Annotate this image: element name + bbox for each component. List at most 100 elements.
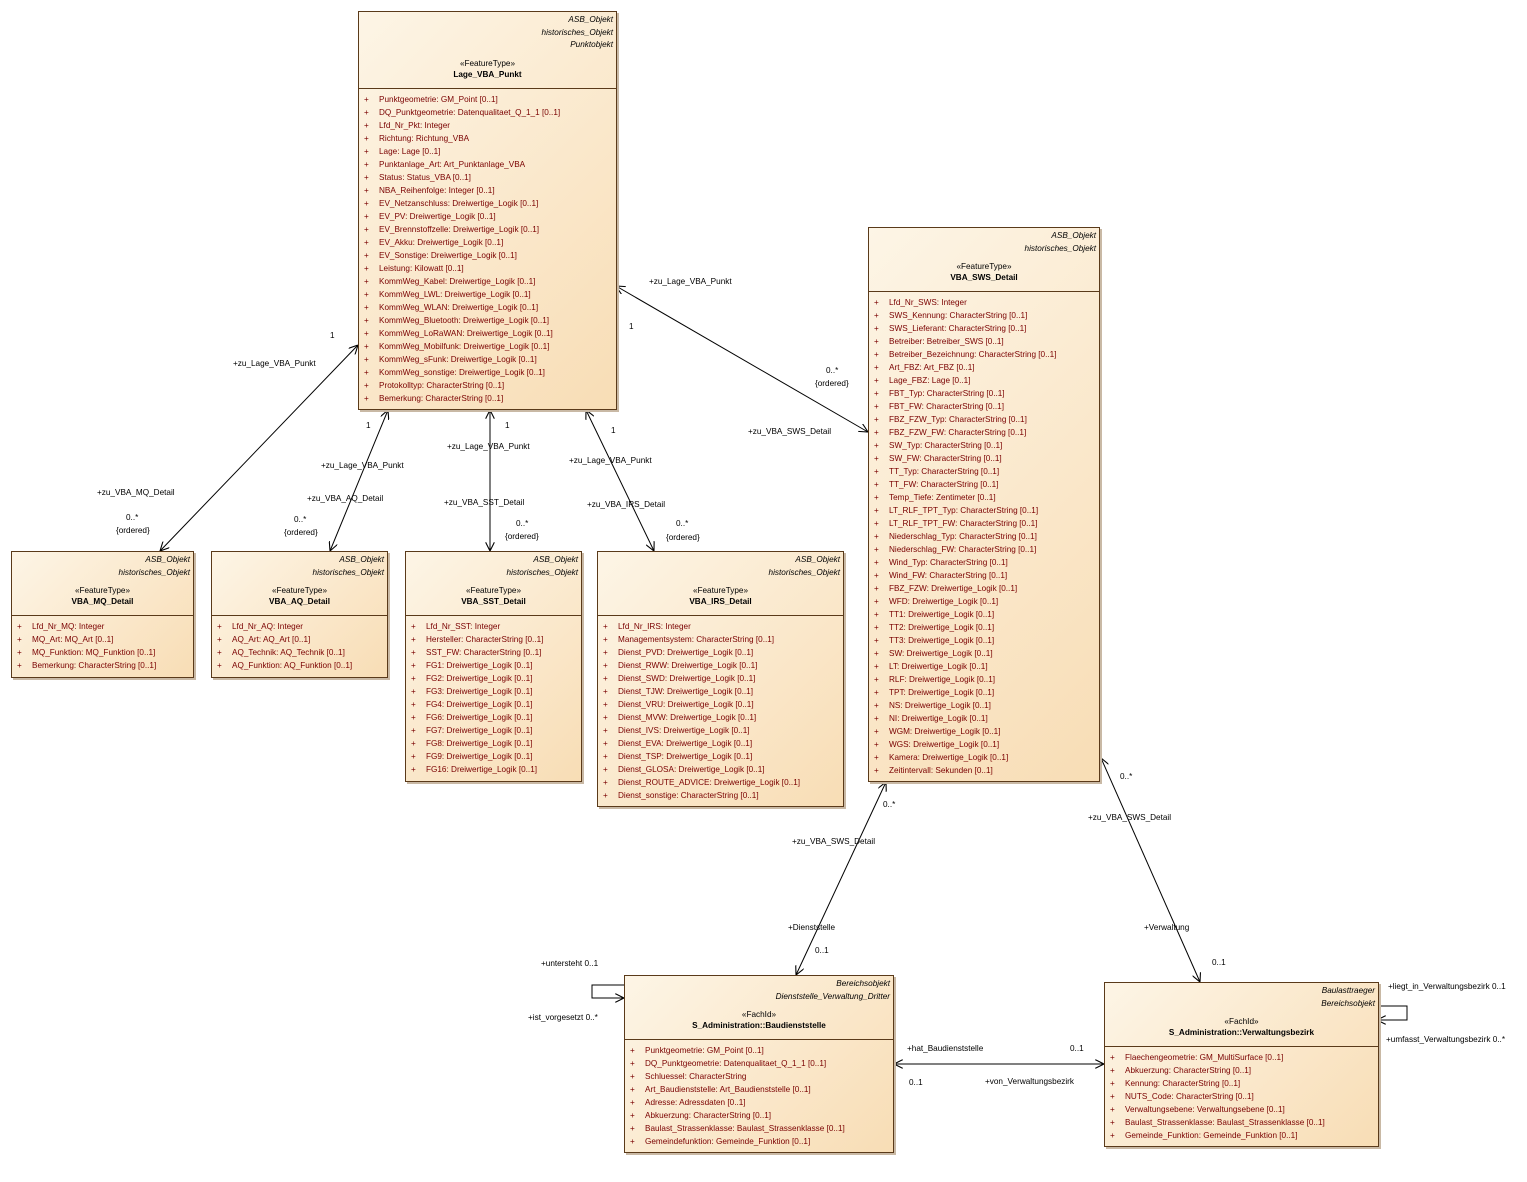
attribute-text: Gemeindefunktion: Gemeinde_Funktion [0..…	[645, 1137, 811, 1146]
visibility-marker: +	[217, 622, 222, 631]
attribute-row: +Wind_FW: CharacterString [0..1]	[869, 569, 1099, 582]
visibility-marker: +	[874, 506, 879, 515]
attribute-row: +FG6: Dreiwertige_Logik [0..1]	[406, 711, 581, 724]
attribute-row: +WFD: Dreiwertige_Logik [0..1]	[869, 595, 1099, 608]
assoc-label: +zu_VBA_MQ_Detail	[97, 488, 175, 497]
attribute-text: KommWeg_sFunk: Dreiwertige_Logik [0..1]	[379, 355, 537, 364]
attribute-text: Dienst_PVD: Dreiwertige_Logik [0..1]	[618, 648, 754, 657]
class-name: S_Administration::Baudienststelle	[692, 1021, 826, 1030]
attribute-row: +Hersteller: CharacterString [0..1]	[406, 633, 581, 646]
attribute-row: +FG8: Dreiwertige_Logik [0..1]	[406, 737, 581, 750]
assoc-label: +zu_Lage_VBA_Punkt	[233, 359, 316, 368]
assoc-label: 1	[330, 331, 335, 340]
visibility-marker: +	[874, 298, 879, 307]
attribute-text: Flaechengeometrie: GM_MultiSurface [0..1…	[1125, 1053, 1284, 1062]
visibility-marker: +	[874, 324, 879, 333]
attribute-text: Betreiber: Betreiber_SWS [0..1]	[889, 337, 1004, 346]
assoc-label: +hat_Baudienststelle	[907, 1044, 984, 1053]
assoc-label: 0..1	[1070, 1044, 1084, 1053]
assoc-label: 0..1	[815, 946, 829, 955]
visibility-marker: +	[603, 752, 608, 761]
attribute-text: Bemerkung: CharacterString [0..1]	[32, 661, 157, 670]
visibility-marker: +	[411, 752, 416, 761]
visibility-marker: +	[874, 753, 879, 762]
attribute-text: AQ_Art: AQ_Art [0..1]	[232, 635, 311, 644]
visibility-marker: +	[364, 95, 369, 104]
attribute-text: Leistung: Kilowatt [0..1]	[379, 264, 464, 273]
class-tag: ASB_Objekt	[795, 555, 840, 564]
self-assoc-verw	[1377, 1005, 1408, 1020]
visibility-marker: +	[364, 264, 369, 273]
attribute-text: Art_FBZ: Art_FBZ [0..1]	[889, 363, 975, 372]
class-stereotype: «FeatureType»	[956, 262, 1012, 271]
attribute-text: Dienst_IVS: Dreiwertige_Logik [0..1]	[618, 726, 750, 735]
attribute-row: +Temp_Tiefe: Zentimeter [0..1]	[869, 491, 1099, 504]
attribute-text: Lage: Lage [0..1]	[379, 147, 441, 156]
assoc-label: +zu_VBA_SWS_Detail	[1088, 813, 1172, 822]
attribute-row: +Status: Status_VBA [0..1]	[359, 171, 616, 184]
class-stereotype: «FeatureType»	[692, 586, 749, 595]
assoc-label: 0..1	[909, 1078, 923, 1087]
attribute-row: +TPT: Dreiwertige_Logik [0..1]	[869, 686, 1099, 699]
assoc-label: {ordered}	[815, 379, 849, 388]
visibility-marker: +	[364, 342, 369, 351]
attribute-text: Gemeinde_Funktion: Gemeinde_Funktion [0.…	[1125, 1131, 1298, 1140]
visibility-marker: +	[874, 376, 879, 385]
assoc-sws-verw	[1101, 758, 1200, 982]
visibility-marker: +	[364, 199, 369, 208]
attribute-text: Betreiber_Bezeichnung: CharacterString […	[889, 350, 1057, 359]
attribute-row: +SST_FW: CharacterString [0..1]	[406, 646, 581, 659]
attribute-text: FG4: Dreiwertige_Logik [0..1]	[426, 700, 533, 709]
attribute-row: +KommWeg_LWL: Dreiwertige_Logik [0..1]	[359, 288, 616, 301]
visibility-marker: +	[874, 662, 879, 671]
attribute-row: +KommWeg_WLAN: Dreiwertige_Logik [0..1]	[359, 301, 616, 314]
attribute-row: +Abkuerzung: CharacterString [0..1]	[1105, 1064, 1378, 1077]
attribute-text: FG7: Dreiwertige_Logik [0..1]	[426, 726, 533, 735]
assoc-label: {ordered}	[284, 528, 318, 537]
attribute-text: NUTS_Code: CharacterString [0..1]	[1125, 1092, 1254, 1101]
attribute-text: Kamera: Dreiwertige_Logik [0..1]	[889, 753, 1009, 762]
attribute-text: Managementsystem: CharacterString [0..1]	[618, 635, 775, 644]
class-tag: ASB_Objekt	[568, 15, 613, 24]
visibility-marker: +	[411, 765, 416, 774]
attribute-row: +FG9: Dreiwertige_Logik [0..1]	[406, 750, 581, 763]
visibility-marker: +	[603, 791, 608, 800]
visibility-marker: +	[874, 766, 879, 775]
attribute-row: +FBZ_FZW_FW: CharacterString [0..1]	[869, 426, 1099, 439]
attribute-text: EV_PV: Dreiwertige_Logik [0..1]	[379, 212, 496, 221]
assoc-label: +zu_VBA_SWS_Detail	[748, 427, 832, 436]
visibility-marker: +	[874, 649, 879, 658]
attribute-row: +Lfd_Nr_AQ: Integer	[212, 620, 387, 633]
visibility-marker: +	[874, 480, 879, 489]
class-tag: ASB_Objekt	[533, 555, 578, 564]
visibility-marker: +	[411, 739, 416, 748]
attribute-text: EV_Brennstoffzelle: Dreiwertige_Logik [0…	[379, 225, 540, 234]
attribute-text: WGS: Dreiwertige_Logik [0..1]	[889, 740, 1000, 749]
attribute-text: NBA_Reihenfolge: Integer [0..1]	[379, 186, 495, 195]
attribute-row: +Lfd_Nr_Pkt: Integer	[359, 119, 616, 132]
attribute-row: +TT2: Dreiwertige_Logik [0..1]	[869, 621, 1099, 634]
attribute-text: Dienst_TSP: Dreiwertige_Logik [0..1]	[618, 752, 753, 761]
attribute-row: + Kamera: Dreiwertige_Logik [0..1]	[869, 751, 1099, 764]
visibility-marker: +	[874, 311, 879, 320]
attribute-text: SWS_Kennung: CharacterString [0..1]	[889, 311, 1028, 320]
attribute-row: +Kennung: CharacterString [0..1]	[1105, 1077, 1378, 1090]
attribute-row: +FBZ_FZW: Dreiwertige_Logik [0..1]	[869, 582, 1099, 595]
attribute-text: Baulast_Strassenklasse: Baulast_Strassen…	[1125, 1118, 1325, 1127]
attribute-text: SWS_Lieferant: CharacterString [0..1]	[889, 324, 1027, 333]
